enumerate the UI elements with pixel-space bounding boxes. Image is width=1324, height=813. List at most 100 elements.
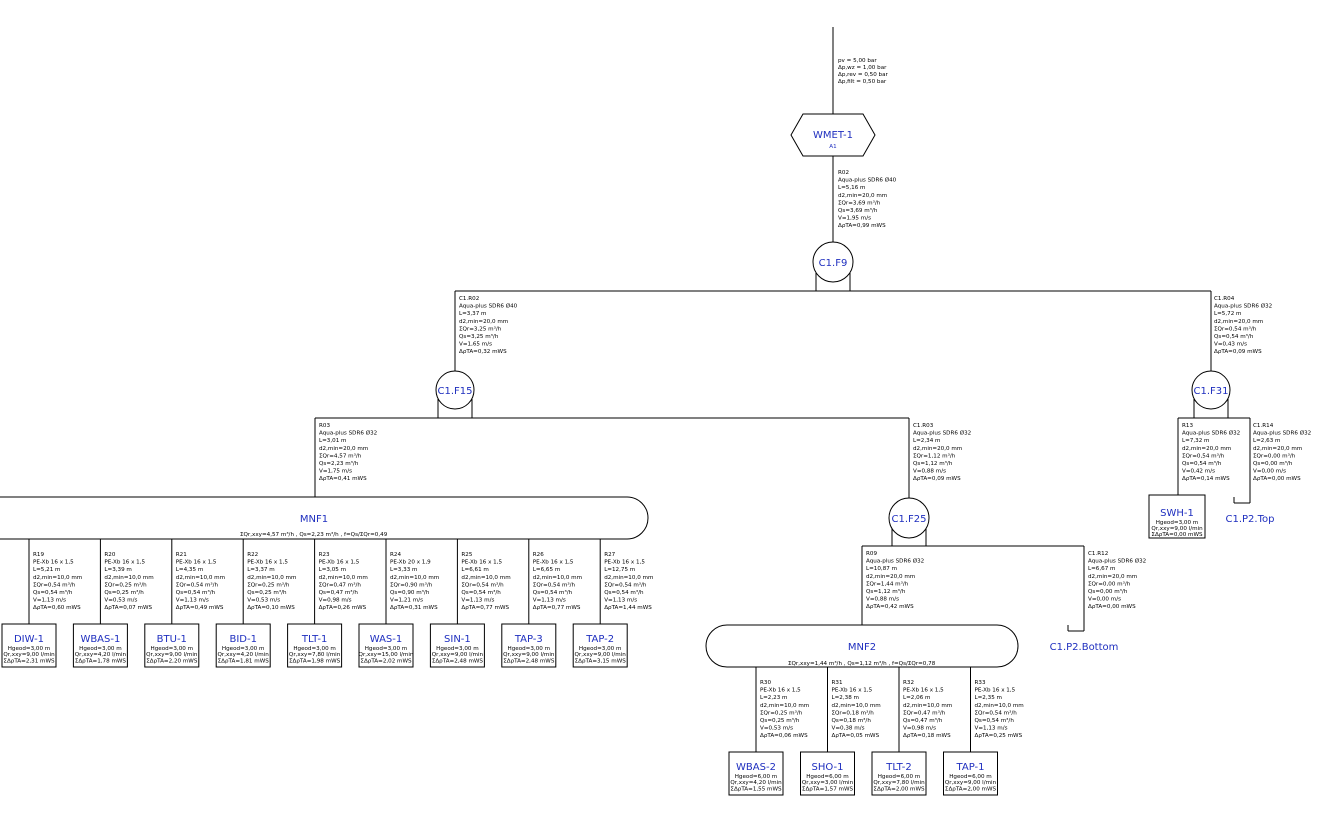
pipe-info-line: Qs=0,54 m³/h xyxy=(533,589,573,596)
consumer-info-line: ΣΔρTA=1,98 mWS xyxy=(289,658,341,664)
consumer-info-line: Hgeod=3,00 m xyxy=(151,646,194,652)
node-c1-f25[interactable]: C1.F25 xyxy=(888,497,930,539)
pipe-info-line: C1.R03 xyxy=(913,423,934,429)
pipe-info-line: L=12,75 m xyxy=(604,567,635,573)
pipe-info-line: L=6,61 m xyxy=(461,567,489,573)
water-meter-sublabel: A1 xyxy=(829,144,837,150)
source-info: pv = 5,00 bar Δp,wz = 1,00 bar Δp,rev = … xyxy=(838,58,889,85)
pipe-info-line: V=0,88 m/s xyxy=(913,469,946,475)
pipe-info-line: d2,min=10,0 mm xyxy=(319,575,368,581)
pipe-info-line: Aqua-plus SDR6 Ø32 xyxy=(913,430,971,437)
pipe-info-line: V=0,88 m/s xyxy=(866,597,899,603)
pipe-info-line: ΣQr=0,54 m³/h xyxy=(1214,325,1257,332)
pipe-info-line: L=7,32 m xyxy=(1182,438,1210,444)
pipe-info-line: Aqua-plus SDR6 Ø32 xyxy=(1088,558,1146,565)
pipe-info-line: Aqua-plus SDR6 Ø32 xyxy=(1182,430,1240,437)
pipe-info-line: V=1,13 m/s xyxy=(461,598,494,604)
node-c1-f15[interactable]: C1.F15 xyxy=(435,370,475,410)
pipe-info-line: Qs=0,54 m³/h xyxy=(461,589,501,596)
pipe-info-line: d2,min=10,0 mm xyxy=(975,703,1024,709)
pipe-info-line: d2,min=20,0 mm xyxy=(459,319,508,325)
pipe-info-line: C1.R04 xyxy=(1214,296,1235,302)
pipe-info-line: L=5,21 m xyxy=(33,567,61,573)
pipe-info-line: R03 xyxy=(319,423,330,429)
pipe-info-line: d2,min=10,0 mm xyxy=(903,703,952,709)
pipe-info-line: d2,min=20,0 mm xyxy=(1253,446,1302,452)
pipe-info-line: d2,min=20,0 mm xyxy=(1214,319,1263,325)
pipe-info-line: ΣQr=0,54 m³/h xyxy=(33,581,76,588)
pipe-info-line: ΣQr=0,18 m³/h xyxy=(832,709,875,716)
node-c1-f31[interactable]: C1.F31 xyxy=(1191,370,1231,410)
consumer-box xyxy=(287,623,343,668)
pipe-info-line: ΣQr=0,54 m³/h xyxy=(176,581,219,588)
consumer-box xyxy=(1148,494,1206,539)
pipe-info-line: ΣQr=0,00 m³/h xyxy=(1253,452,1296,459)
consumer-info-line: Qr,xxy=4,20 l/min xyxy=(75,652,127,658)
pipe-info-line: Qs=0,54 m³/h xyxy=(604,589,644,596)
pipe-info-line: ΔρTA=0,00 mWS xyxy=(1088,604,1136,610)
consumer-info-line: ΣΔρTA=1,57 mWS xyxy=(802,786,854,792)
pipe-info-line: V=0,53 m/s xyxy=(247,598,280,604)
pipe-info-line: d2,min=20,0 mm xyxy=(838,193,887,199)
pipe-info-line: ΣQr=1,44 m³/h xyxy=(866,580,909,587)
node-label: C1.F25 xyxy=(892,514,927,525)
consumer-info-line: Hgeod=6,00 m xyxy=(878,774,921,780)
pipe-info-line: ΔρTA=0,60 mWS xyxy=(33,605,81,611)
consumer-label: DIW-1 xyxy=(14,634,44,645)
pipe-info-line: L=2,35 m xyxy=(975,695,1003,701)
pipe-info-line: ΣQr=0,54 m³/h xyxy=(533,581,576,588)
consumer-box xyxy=(501,623,557,668)
manifold-mnf1[interactable]: MNF1 xyxy=(0,496,649,540)
consumer-box xyxy=(1,623,57,668)
manifold-summary: ΣQr,xxy=1,44 m³/h , Qs=1,12 m³/h , f=Qs/… xyxy=(788,660,936,667)
source-info-line: Δp,wz = 1,00 bar xyxy=(838,65,887,71)
consumer-swh-1[interactable]: SWH-1 Hgeod=3,00 m Qr,xxy=9,00 l/min ΣΔρ… xyxy=(1148,494,1206,539)
consumer-label: BTU-1 xyxy=(157,634,187,645)
pipe-info-line: L=3,01 m xyxy=(319,438,347,444)
pipe-info-line: L=5,16 m xyxy=(838,185,866,191)
pipe-info-line: R09 xyxy=(866,551,877,557)
consumer-info-line: Hgeod=3,00 m xyxy=(293,646,336,652)
pipe-info-line: d2,min=10,0 mm xyxy=(33,575,82,581)
manifold-summary: ΣQr,xxy=4,57 m³/h , Qs=2,23 m³/h , f=Qs/… xyxy=(240,531,388,538)
manifold-mnf2[interactable]: MNF2 xyxy=(705,624,1019,668)
pipe-info-line: V=1,13 m/s xyxy=(176,598,209,604)
pipe-info-line: ΔρTA=0,77 mWS xyxy=(461,605,509,611)
consumer-info-line: ΣΔρTA=3,15 mWS xyxy=(575,658,627,664)
consumer-info-line: Qr,xxy=9,00 l/min xyxy=(503,652,555,658)
pipe-info-line: d2,min=20,0 mm xyxy=(319,446,368,452)
water-meter[interactable]: WMET-1 A1 xyxy=(790,113,876,157)
pipe-info-line: PE-Xb 16 x 1,5 xyxy=(760,688,801,694)
end-point-top-label[interactable]: C1.P2.Top xyxy=(1226,514,1275,525)
pipe-info-line: Qs=0,54 m³/h xyxy=(1182,460,1222,467)
consumer-label: TLT-2 xyxy=(885,762,911,773)
pipe-info-line: Qs=0,47 m³/h xyxy=(319,589,359,596)
pipe-info-line: ΔρTA=0,06 mWS xyxy=(760,733,808,739)
end-point-bottom-label[interactable]: C1.P2.Bottom xyxy=(1050,642,1119,653)
pipe-info-line: V=0,00 m/s xyxy=(1088,597,1121,603)
node-c1-f9[interactable]: C1.F9 xyxy=(812,241,854,283)
pipe-info-line: C1.R02 xyxy=(459,296,479,302)
